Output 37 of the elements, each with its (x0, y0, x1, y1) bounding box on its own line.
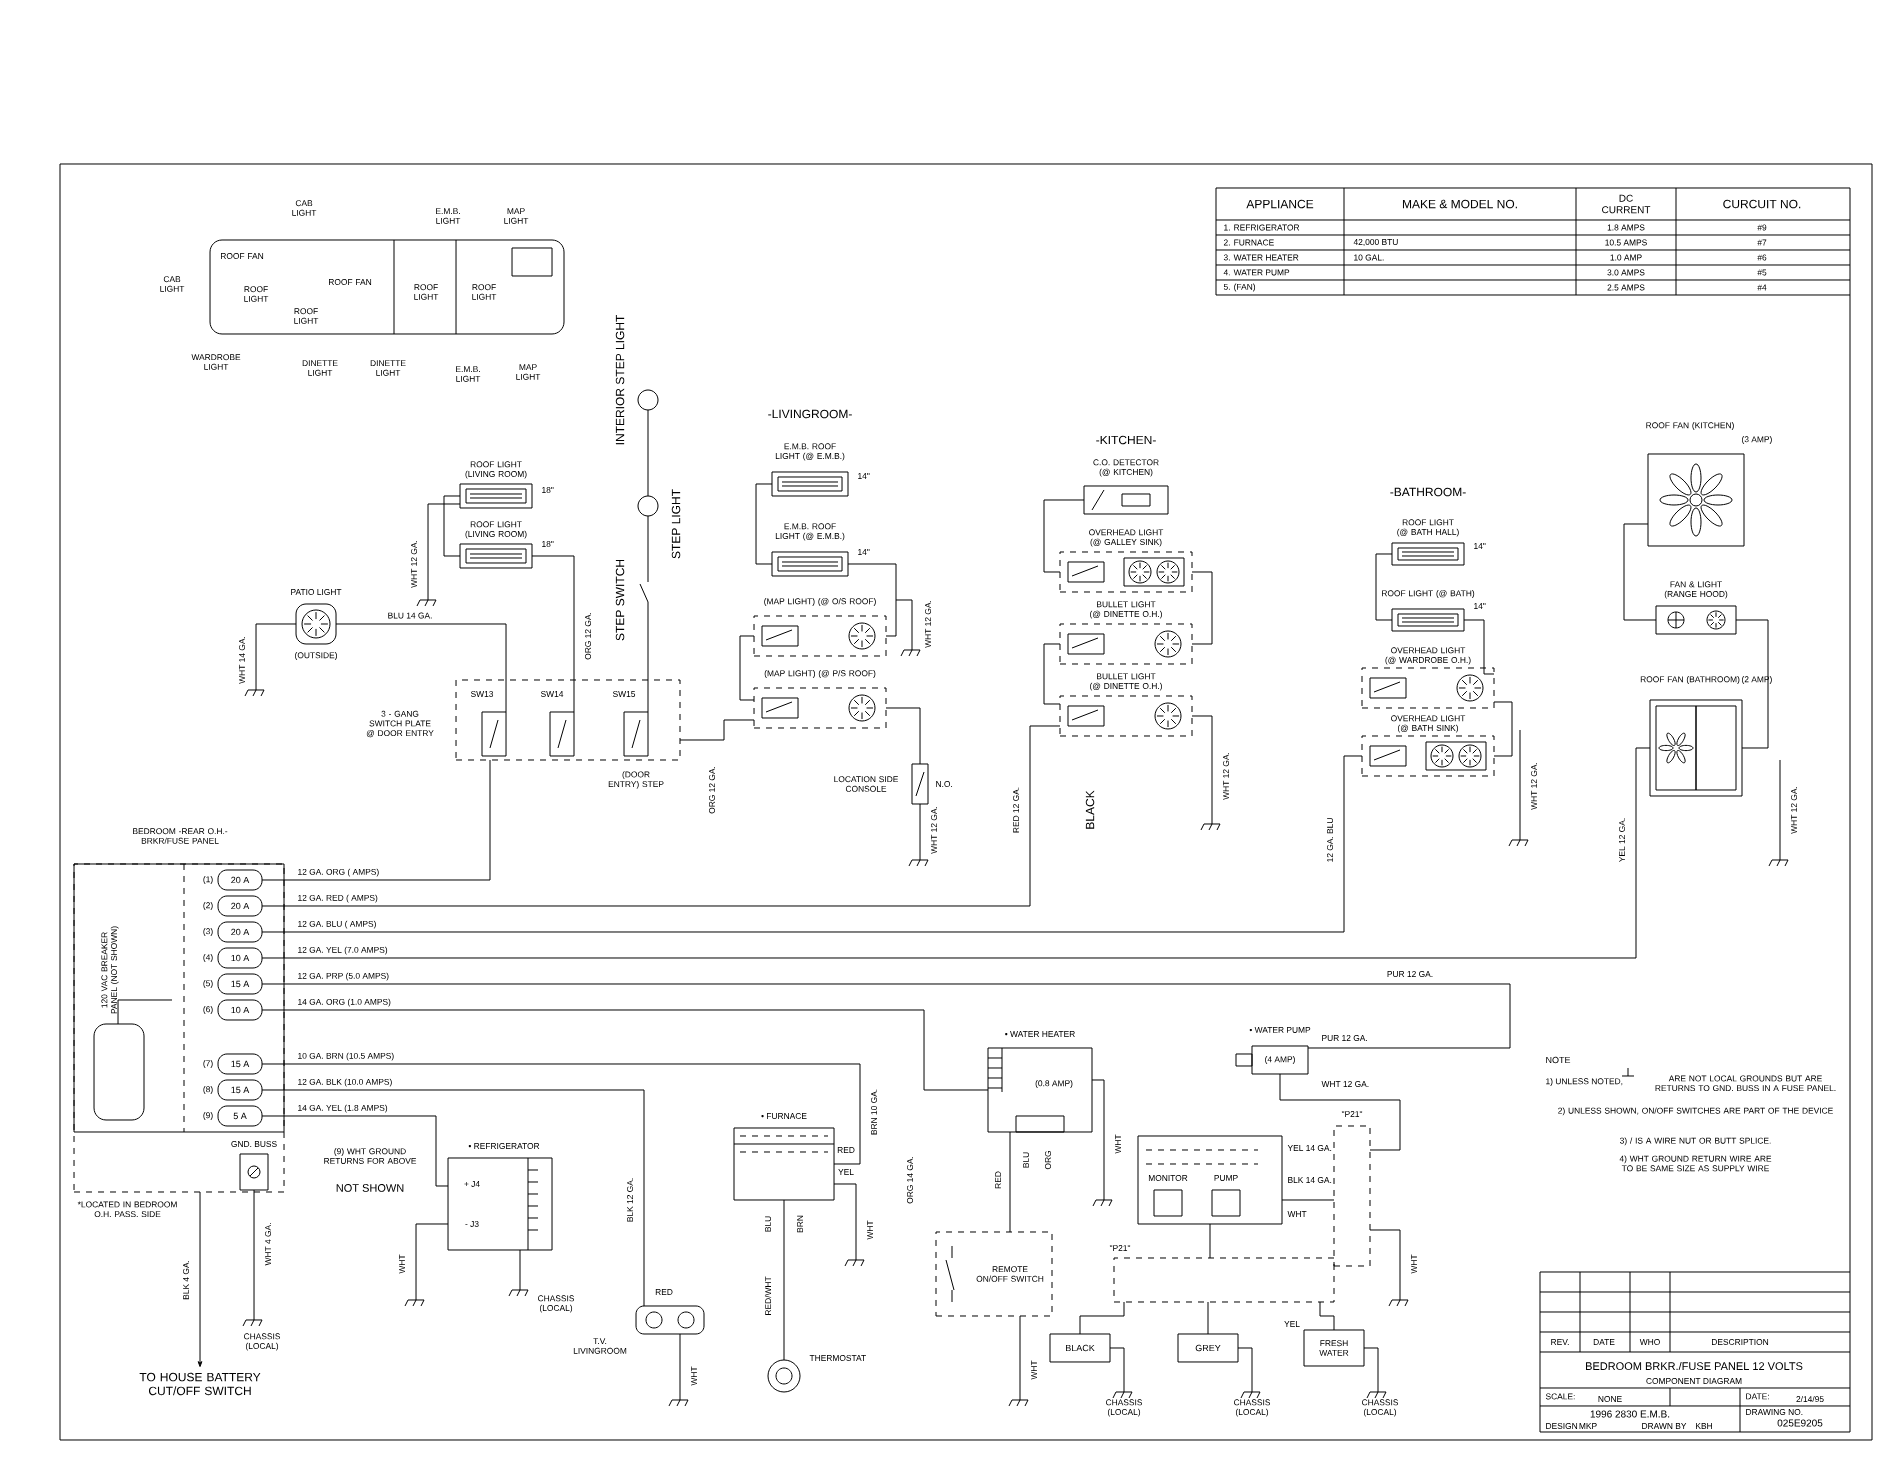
wire (1043, 643, 1061, 705)
wire (261, 1089, 645, 1307)
wire (197, 1191, 203, 1368)
wire (739, 635, 755, 701)
wire (755, 483, 773, 565)
wire (1191, 571, 1213, 645)
wire (1319, 1301, 1335, 1331)
wire (261, 1009, 989, 1091)
wire (647, 515, 649, 571)
wire (1463, 619, 1495, 675)
wire (847, 563, 897, 637)
wire (1279, 1073, 1401, 1151)
wire (1207, 1301, 1209, 1335)
wire (1375, 553, 1393, 621)
wire (1493, 701, 1513, 757)
wire (1623, 523, 1657, 621)
wire (1735, 619, 1769, 749)
wire (783, 1199, 785, 1361)
wire (261, 755, 1363, 933)
wire (1209, 1223, 1211, 1259)
wire (443, 495, 461, 557)
wire (885, 707, 921, 765)
wire (647, 609, 649, 713)
wire (1043, 499, 1085, 573)
wire (261, 1115, 449, 1187)
wire (647, 409, 649, 497)
wire (261, 1063, 861, 1165)
wire (1079, 1301, 1125, 1335)
wire (1281, 1199, 1335, 1201)
wire (261, 983, 1511, 1049)
wire (261, 747, 1651, 959)
wire (261, 759, 491, 881)
wire (335, 623, 507, 713)
wire (679, 719, 755, 741)
wire (1009, 1131, 1011, 1233)
wire (531, 555, 575, 713)
wire (261, 725, 1061, 907)
